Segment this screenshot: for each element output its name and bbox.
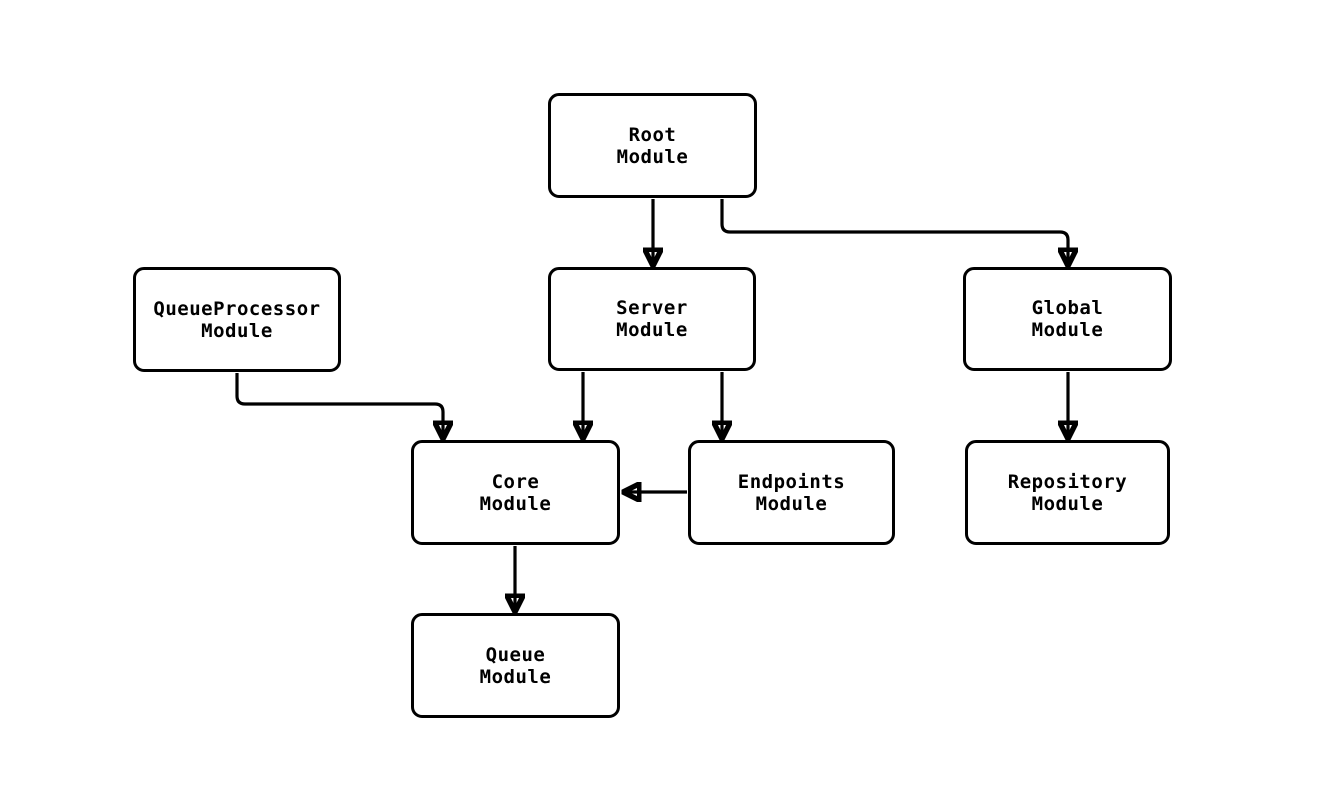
node-core-module: Core Module bbox=[411, 440, 620, 545]
node-global-module-label: Global Module bbox=[1031, 297, 1104, 341]
node-root-module: Root Module bbox=[548, 93, 757, 198]
node-queueprocessor-module-label: QueueProcessor Module bbox=[153, 297, 321, 342]
node-endpoints-module-label: Endpoints Module bbox=[737, 470, 846, 515]
node-server-module-label: Server Module bbox=[616, 297, 688, 341]
node-queue-module-label: Queue Module bbox=[479, 643, 552, 688]
node-root-module-label: Root Module bbox=[616, 123, 689, 168]
node-global-module: Global Module bbox=[963, 267, 1172, 371]
node-core-module-label: Core Module bbox=[479, 470, 552, 515]
node-repository-module-label: Repository Module bbox=[1007, 470, 1128, 515]
node-queueprocessor-module: QueueProcessor Module bbox=[133, 267, 341, 372]
edge-root-to-global bbox=[720, 199, 1068, 266]
node-queue-module: Queue Module bbox=[411, 613, 620, 718]
edge-queueprocessor-to-core bbox=[235, 373, 443, 439]
node-repository-module: Repository Module bbox=[965, 440, 1170, 545]
node-endpoints-module: Endpoints Module bbox=[688, 440, 895, 545]
node-server-module: Server Module bbox=[548, 267, 756, 371]
